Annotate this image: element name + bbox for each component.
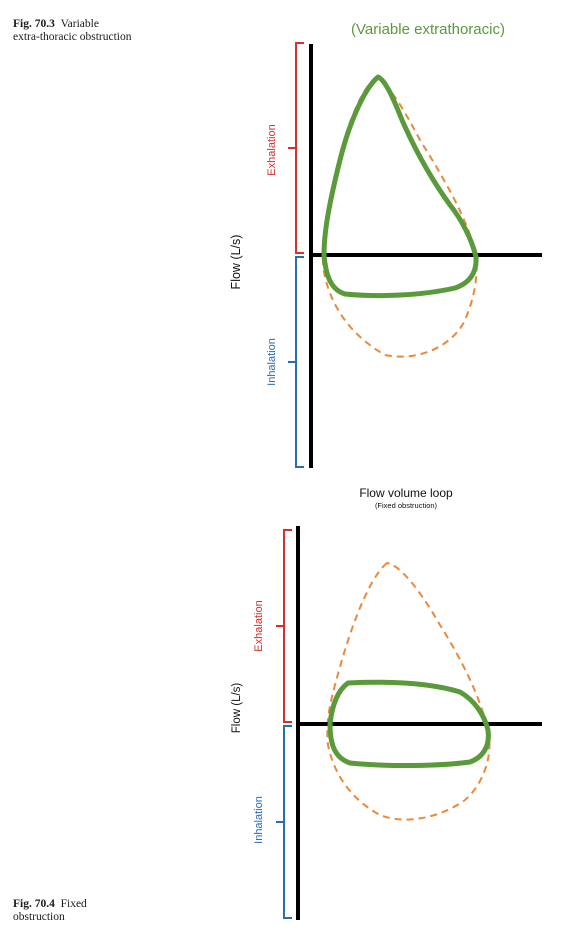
exhalation-bracket (276, 529, 292, 723)
obstructed-loop (321, 74, 479, 299)
exhalation-bracket (288, 42, 304, 254)
normal-loop-dashed (326, 561, 491, 821)
diagram-subtitle: (Fixed obstruction) (375, 501, 438, 510)
inhalation-bracket (288, 256, 304, 468)
y-axis-label: Flow (L/s) (231, 683, 243, 734)
caption-text-line2: obstruction (13, 911, 65, 923)
figure-number: Fig. 70.3 (13, 18, 55, 30)
diagram-title: Flow volume loop (359, 486, 453, 500)
variable-extrathoracic-diagram: (Variable extrathoracic) Exhalation Inha… (229, 21, 542, 468)
figure-caption-70-3: Fig. 70.3 Variable extra-thoracic obstru… (13, 18, 131, 44)
exhalation-label: Exhalation (266, 124, 278, 175)
inhalation-bracket (276, 725, 292, 919)
diagram-title: (Variable extrathoracic) (351, 21, 505, 38)
inhalation-label: Inhalation (253, 796, 265, 844)
obstructed-loop (327, 679, 491, 769)
caption-text-line1: Variable (60, 18, 99, 30)
caption-text-line2: extra-thoracic obstruction (13, 31, 132, 43)
y-axis-label: Flow (L/s) (229, 235, 243, 290)
figure-caption-70-4: Fig. 70.4 Fixed obstruction (13, 898, 87, 924)
inhalation-label: Inhalation (266, 338, 278, 386)
caption-text-line1: Fixed (60, 898, 87, 910)
fixed-obstruction-diagram: Flow volume loop (Fixed obstruction) Exh… (231, 486, 542, 920)
exhalation-label: Exhalation (253, 600, 265, 651)
figure-number: Fig. 70.4 (13, 898, 55, 910)
